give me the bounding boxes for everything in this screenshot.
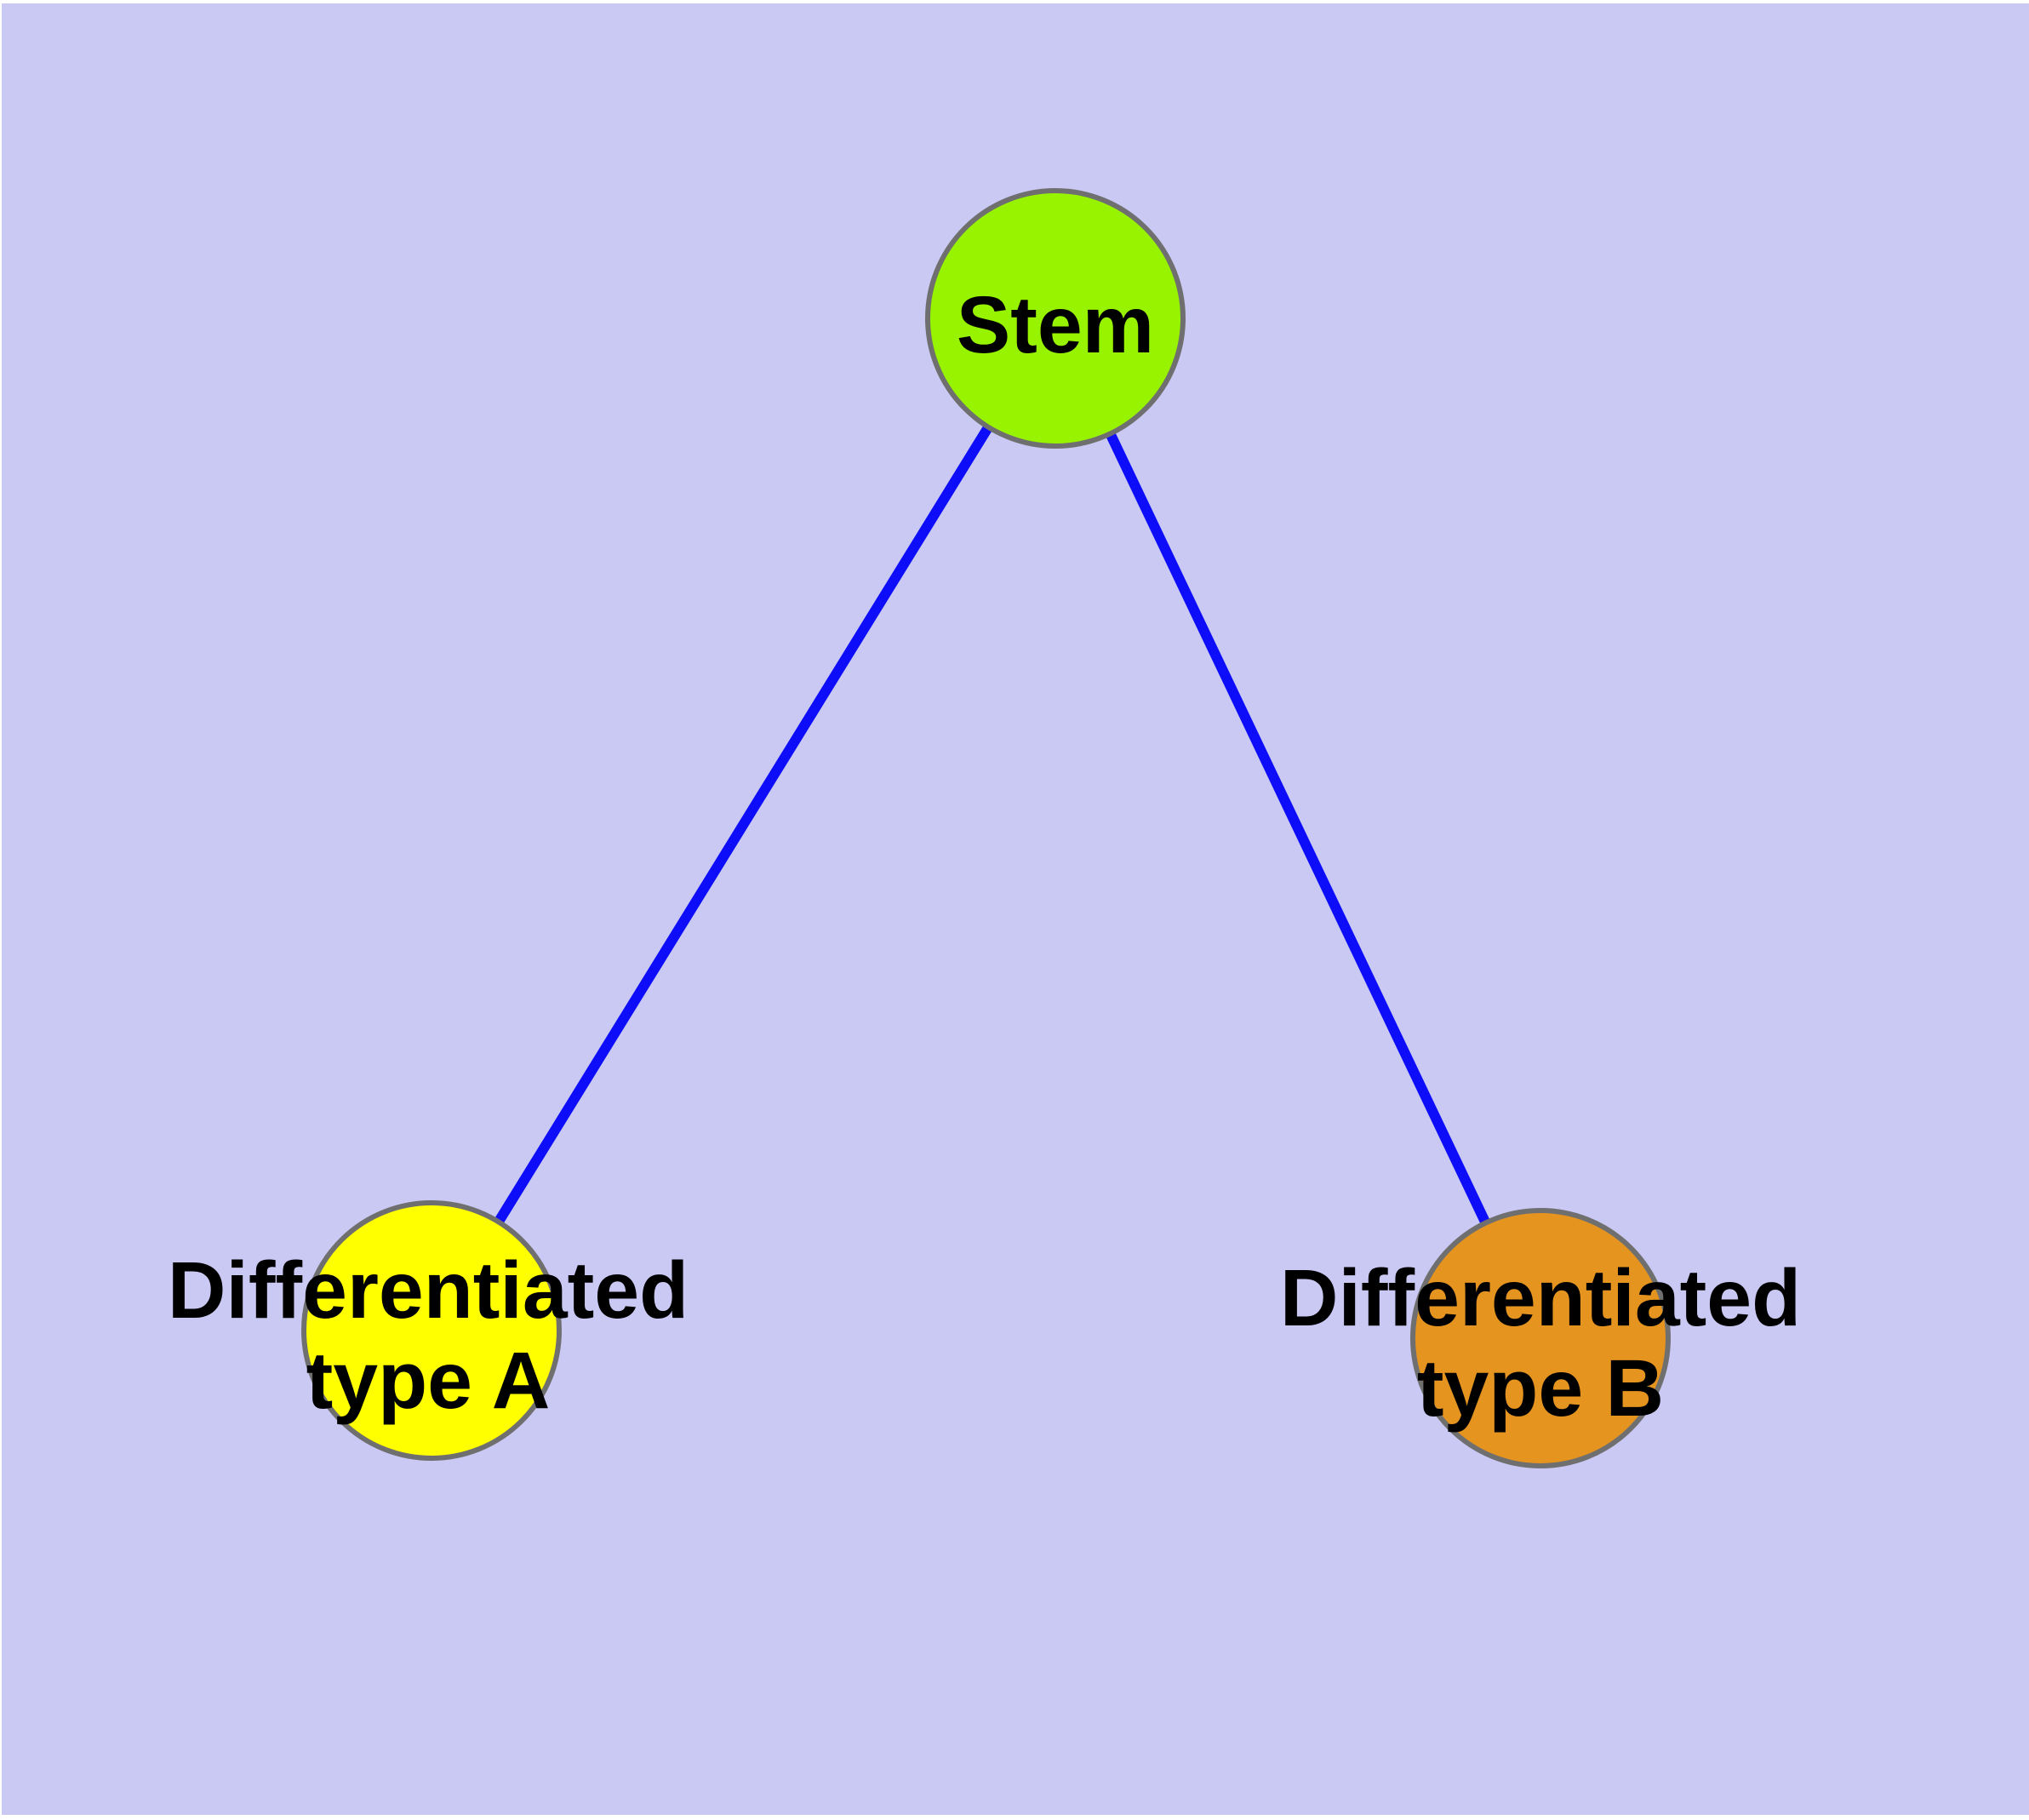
node-layer: [301, 188, 1671, 1468]
label-layer: Stem Differentiated type A Differentiate…: [168, 280, 1801, 1434]
edge-layer: [426, 315, 1546, 1341]
node-differentiated-type-a: [301, 1200, 562, 1461]
node-stem: [925, 188, 1186, 449]
node-stem-label: Stem: [957, 280, 1154, 370]
edge-stem-to-type-b: [1050, 316, 1546, 1341]
node-type-a-label-line1: Differentiated: [168, 1245, 689, 1336]
node-differentiated-type-b: [1410, 1208, 1671, 1468]
node-type-b-label-line2: type B: [1417, 1343, 1664, 1434]
node-type-a-label-line2: type A: [306, 1336, 551, 1426]
edge-stem-to-type-a: [426, 315, 1060, 1334]
node-type-b-label-line1: Differentiated: [1280, 1253, 1801, 1343]
